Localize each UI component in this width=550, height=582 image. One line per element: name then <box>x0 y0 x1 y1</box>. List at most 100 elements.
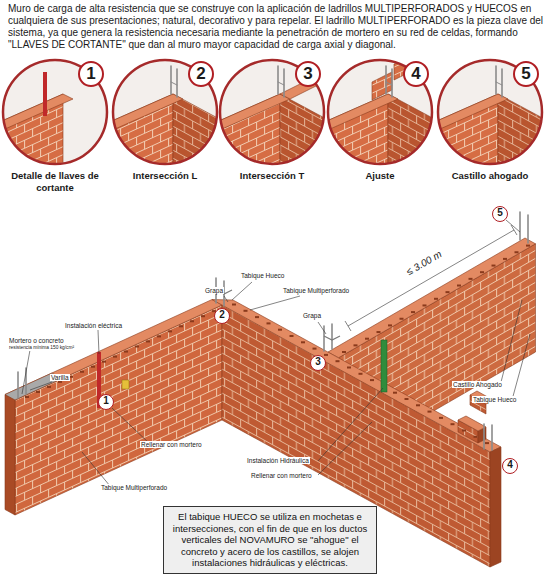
part-label: Tabique Multiperforado <box>282 287 350 294</box>
cell-hole <box>474 436 478 438</box>
wall-top <box>212 94 290 129</box>
cell-hole <box>267 322 271 324</box>
electrical-pipe <box>43 72 47 116</box>
cell-hole <box>457 285 461 287</box>
cell-hole <box>393 392 397 394</box>
wall-end <box>5 395 15 516</box>
rebar <box>385 66 387 94</box>
part-label: Rellenar con mortero <box>140 441 203 448</box>
cell-hole <box>526 245 530 247</box>
cell-hole <box>80 371 84 373</box>
cell-hole <box>324 354 328 356</box>
rebar <box>277 66 279 94</box>
detail-illustration <box>0 60 107 182</box>
detail-circle <box>438 60 542 164</box>
intro-text: Muro de carga de alta resistencia que se… <box>8 3 545 51</box>
cell-hole <box>244 310 248 312</box>
wall-top <box>212 300 501 453</box>
note-box: El tabique HUECO se utiliza en mochetas … <box>163 506 377 574</box>
detail-caption: Detalle de llaves de cortante <box>3 170 107 194</box>
cell-hole <box>135 346 139 348</box>
cell-hole <box>400 318 404 320</box>
part-label: Instalación Hidráulica <box>246 457 310 464</box>
detail-circle <box>328 60 432 164</box>
wall-top <box>320 94 398 129</box>
rebar <box>391 69 393 97</box>
cell-hole <box>301 341 305 343</box>
detail-caption: Castillo ahogado <box>438 170 542 182</box>
cell-hole <box>342 351 346 353</box>
rebar <box>17 372 19 398</box>
cell-hole <box>91 366 95 368</box>
cell-hole <box>462 430 466 432</box>
cell-hole <box>124 351 128 353</box>
note-text: El tabique HUECO se utiliza en mochetas … <box>170 511 370 569</box>
cell-hole <box>469 278 473 280</box>
detail-caption: Ajuste <box>328 170 432 182</box>
detail-illustration <box>212 60 332 182</box>
cell-hole <box>290 335 294 337</box>
rebar <box>496 82 502 85</box>
electrical-box <box>122 380 129 389</box>
cell-hole <box>411 311 415 313</box>
callout-number: 2 <box>214 308 230 324</box>
wall-top <box>5 300 222 401</box>
cell-hole <box>485 442 489 444</box>
detail-circle <box>3 60 107 164</box>
cell-hole <box>113 356 117 358</box>
cell-hole <box>347 367 351 369</box>
cell-hole <box>492 265 496 267</box>
cell-hole <box>423 304 427 306</box>
cell-hole <box>354 344 358 346</box>
rebar <box>519 212 521 240</box>
cell-hole <box>370 379 374 381</box>
part-label: Grapa <box>204 287 224 294</box>
rebar <box>331 324 333 349</box>
rebar <box>283 69 285 97</box>
cell-hole <box>255 316 259 318</box>
detail-illustration <box>105 60 225 182</box>
rebar <box>278 82 284 85</box>
rebar <box>491 425 493 450</box>
cell-hole <box>503 258 507 260</box>
cell-hole <box>157 335 161 337</box>
cell-hole <box>201 315 205 317</box>
cell-hole <box>439 417 443 419</box>
cell-hole <box>232 304 236 306</box>
cell-hole <box>446 291 450 293</box>
cell-hole <box>313 348 317 350</box>
detail-illustration <box>430 60 550 182</box>
rebar <box>170 66 172 94</box>
cell-hole <box>146 340 150 342</box>
cell-hole <box>102 361 106 363</box>
wall-top <box>0 94 73 129</box>
brick <box>458 416 486 431</box>
rebar <box>176 69 178 97</box>
cell-hole <box>168 330 172 332</box>
rebar <box>527 215 529 243</box>
cell-hole <box>179 325 183 327</box>
detail-caption: Intersección L <box>113 170 217 182</box>
cell-hole <box>377 331 381 333</box>
callout-number: 5 <box>513 61 539 87</box>
cell-hole <box>480 271 484 273</box>
callout-number: 3 <box>295 61 321 87</box>
part-label: Grapa <box>302 312 322 319</box>
detail-illustration <box>320 56 440 182</box>
rebar <box>386 82 392 85</box>
detail-circle <box>220 60 324 164</box>
cell-hole <box>359 373 363 375</box>
part-label: Tabique Hueco <box>240 272 285 279</box>
detail-circle <box>113 60 217 164</box>
cell-hole <box>515 251 519 253</box>
rebar <box>495 66 497 94</box>
rebar <box>483 424 485 449</box>
cell-hole <box>405 398 409 400</box>
wall-top <box>430 94 508 129</box>
wall-top <box>328 238 536 358</box>
cell-hole <box>428 411 432 413</box>
cell-hole <box>69 376 73 378</box>
rebar <box>501 69 503 97</box>
cell-hole <box>434 298 438 300</box>
